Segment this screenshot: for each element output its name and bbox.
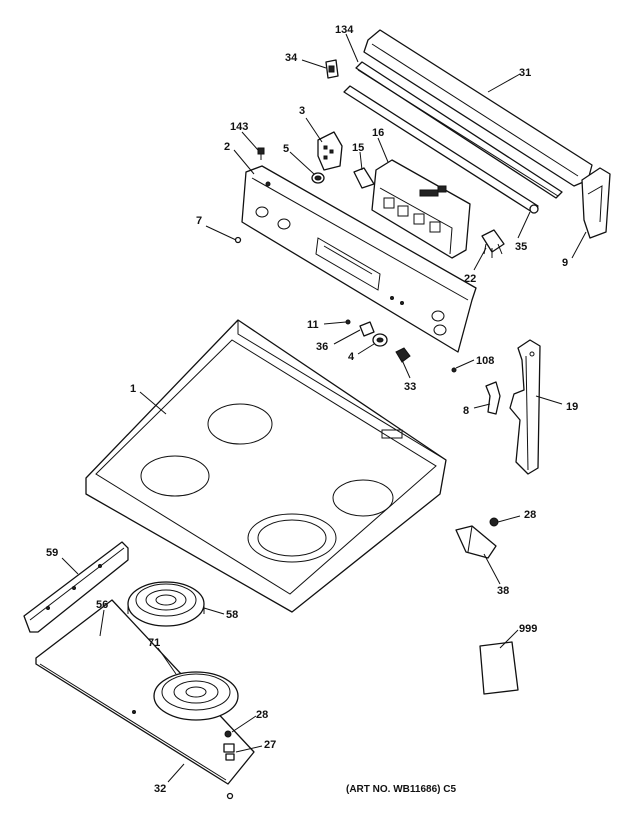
callout-16: 16 — [372, 127, 384, 139]
callout-31: 31 — [519, 67, 531, 79]
callout-33: 33 — [404, 381, 416, 393]
part-1-cooktop — [85, 319, 447, 613]
callout-2: 2 — [224, 141, 230, 153]
callout-4: 4 — [348, 351, 355, 363]
part-58-element — [127, 581, 205, 627]
part-28-grommet-bottom — [224, 730, 232, 738]
part-33-knob — [395, 347, 411, 363]
part-35-rod — [343, 85, 539, 214]
part-9-endcap — [581, 167, 611, 239]
part-27-terminal — [223, 743, 235, 761]
part-4-knob — [372, 333, 388, 347]
callout-28-bottom: 28 — [256, 709, 268, 721]
callout-22: 22 — [464, 273, 476, 285]
callout-5: 5 — [283, 143, 289, 155]
part-32-burner-box — [35, 599, 255, 785]
part-999-literature — [479, 641, 519, 695]
callout-19: 19 — [566, 401, 578, 413]
callout-11: 11 — [307, 319, 319, 331]
callout-15: 15 — [352, 142, 364, 154]
part-31-trim — [363, 29, 593, 187]
callout-36: 36 — [316, 341, 328, 353]
art-number: (ART NO. WB11686) C5 — [346, 784, 456, 795]
callout-143: 143 — [230, 121, 248, 133]
callout-27: 27 — [264, 739, 276, 751]
part-7-screw — [234, 236, 242, 244]
callout-999: 999 — [519, 623, 537, 635]
callout-134: 134 — [335, 24, 354, 36]
part-134-strip — [355, 61, 563, 199]
callout-8: 8 — [463, 405, 469, 417]
callout-34: 34 — [285, 52, 298, 64]
callout-9: 9 — [562, 257, 568, 269]
part-34-clip — [325, 59, 339, 79]
callout-59: 59 — [46, 547, 58, 559]
part-11-screw — [345, 319, 351, 325]
part-2-control-panel — [241, 165, 477, 353]
part-22-harness — [481, 229, 505, 258]
callout-32: 32 — [154, 783, 166, 795]
part-59-rail — [23, 541, 129, 633]
part-28-grommet — [489, 517, 499, 527]
part-38-receptacle — [455, 525, 497, 559]
part-screw-bottom — [226, 792, 234, 800]
callout-35: 35 — [515, 241, 527, 253]
part-143-screw — [257, 147, 265, 160]
callout-108: 108 — [476, 355, 494, 367]
part-15-bracket — [353, 167, 375, 189]
part-36-switch — [359, 321, 375, 337]
callout-1: 1 — [130, 383, 136, 395]
leader-lines — [61, 33, 587, 783]
callout-3: 3 — [299, 105, 305, 117]
part-5-knob — [311, 172, 325, 184]
callout-labels: 134 31 34 3 143 16 15 2 5 7 9 35 22 11 3… — [46, 24, 578, 795]
part-3-bracket — [317, 131, 343, 171]
part-19-side-bracket — [509, 339, 541, 475]
part-108-screw — [451, 367, 457, 373]
callout-56: 56 — [96, 599, 108, 611]
part-16-control-board — [371, 159, 471, 259]
callout-28-top: 28 — [524, 509, 536, 521]
callout-58: 58 — [226, 609, 238, 621]
part-71-element — [153, 671, 239, 721]
callout-7: 7 — [196, 215, 202, 227]
part-8-clip — [485, 381, 501, 415]
callout-71: 71 — [148, 637, 160, 649]
callout-38: 38 — [497, 585, 509, 597]
